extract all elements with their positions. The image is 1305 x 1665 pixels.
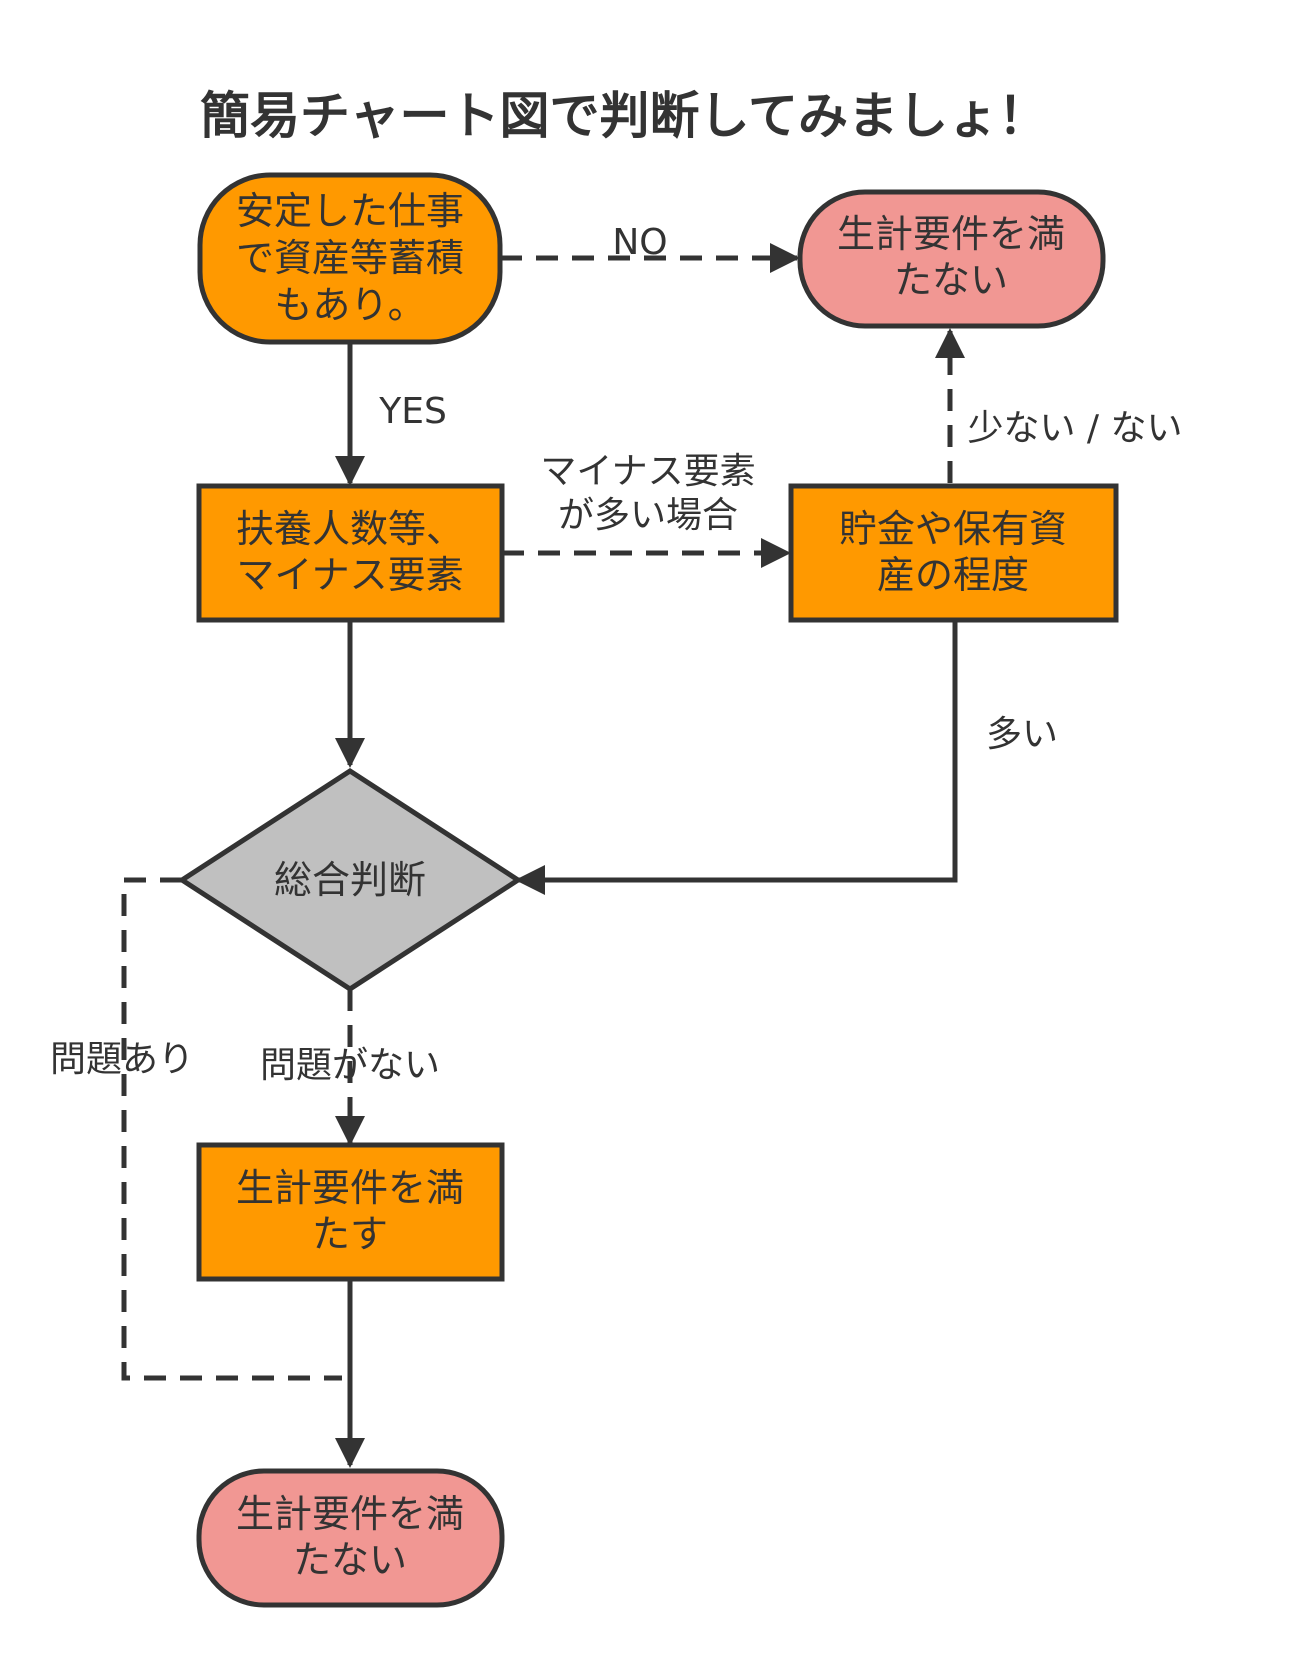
fail-bottom-node [196,1468,505,1608]
fail-bottom-node-label: 生計要件を満たない [236,1492,464,1582]
edge-problem [121,877,342,1381]
pass-node [196,1142,505,1282]
edge-many [515,622,958,895]
dependents-node-label: 扶養人数等、マイナス要素 [236,507,464,597]
pass-node-label: 生計要件を満たす [236,1166,464,1256]
edges [121,243,965,1468]
edge-label-yes: YES [378,391,447,432]
savings-node [788,483,1119,623]
dependents-node [196,483,505,623]
diagram-title: 簡易チャート図で判断してみましょ！ [200,87,1048,145]
start-node [197,172,503,345]
edge-label-no: NO [612,222,667,263]
edge-label-minus-many: マイナス要素が多い場合 [540,451,755,536]
start-node-label: 安定した仕事で資産等蓄積もあり。 [236,189,464,327]
fail-top-node-label: 生計要件を満たない [837,212,1065,302]
savings-node-label: 貯金や保有資産の程度 [839,507,1067,597]
edge-label-no-problem: 問題がない [260,1045,440,1086]
judgment-node-label: 総合判断 [274,858,426,902]
fail-top-node [797,189,1106,329]
edge-label-many: 多い [986,714,1058,755]
edge-label-few-none: 少ない / ない [967,408,1182,449]
judgment-node [177,768,523,992]
edge-label-problem: 問題あり [50,1039,194,1080]
nodes [177,172,1119,1608]
